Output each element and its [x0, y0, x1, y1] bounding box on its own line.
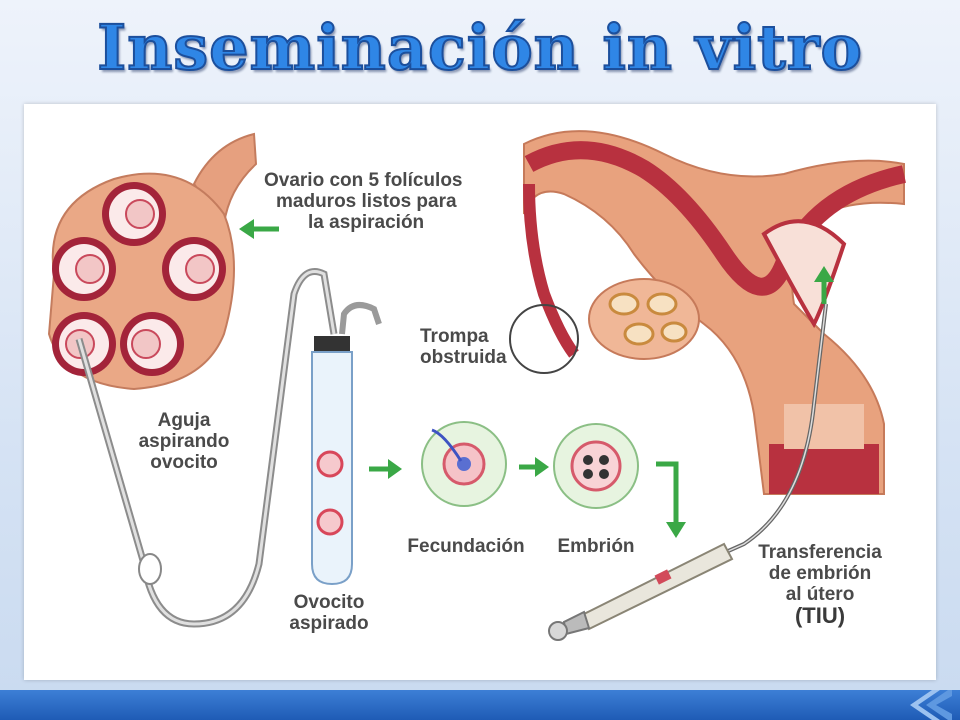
ovary-label-line: la aspiración [308, 212, 425, 233]
needle-label: Aguja aspirando ovocito [124, 410, 244, 473]
tube-label: Trompa obstruida [420, 326, 507, 368]
oocyte-label-line: Ovocito [293, 592, 365, 613]
needle-label-line: ovocito [150, 452, 218, 473]
transfer-syringe [548, 303, 828, 641]
needle-label-line: Aguja [157, 410, 211, 431]
follicle [162, 237, 226, 301]
arrow-right-icon [369, 459, 402, 479]
arrow-left-icon [239, 219, 279, 239]
chevron-left-icon [910, 690, 952, 720]
transfer-label-line: de embrión [768, 563, 872, 584]
ovary-label: Ovario con 5 folículos maduros listos pa… [264, 170, 463, 233]
embryo-label: Embrión [557, 536, 635, 557]
ovary-right [588, 278, 700, 360]
transfer-label: Transferencia de embrión al útero (TIU) [750, 542, 890, 628]
tube-label-line: obstruida [420, 347, 507, 368]
ovary-label-line: Ovario con 5 folículos [264, 170, 463, 191]
test-tube [311, 336, 353, 586]
oocyte-label-line: aspirado [289, 613, 369, 634]
uterus-illustration [509, 130, 907, 495]
needle-label-line: aspirando [138, 431, 230, 452]
fertilization-cell [421, 421, 507, 507]
follicle [120, 312, 184, 376]
arrow-right-icon [519, 457, 549, 477]
bottom-bar [0, 690, 960, 720]
oocyte [316, 508, 344, 536]
tube-label-line: Trompa [420, 326, 489, 347]
ovary-illustration [47, 132, 258, 391]
oocyte-label: Ovocito aspirado [274, 592, 384, 634]
ivf-diagram [47, 130, 907, 641]
needle-bulb [138, 553, 162, 585]
follicle [52, 237, 116, 301]
arrow-down-icon [656, 461, 686, 538]
fertilization-label: Fecundación [407, 536, 525, 557]
slide-title: Inseminación in vitro [96, 10, 863, 85]
arrow-up-icon [814, 266, 834, 304]
transfer-abbrev: (TIU) [794, 603, 846, 628]
transfer-label-line: Transferencia [758, 542, 882, 563]
embryo-cell [553, 423, 639, 509]
oocyte [316, 450, 344, 478]
follicle [102, 182, 166, 246]
aspiration-needle [75, 268, 382, 628]
transfer-label-line: al útero [785, 584, 855, 605]
diagram-panel: Ovario con 5 folículos maduros listos pa… [24, 104, 936, 680]
blocked-tube-circle [509, 304, 579, 374]
ovary-label-line: maduros listos para [276, 191, 457, 212]
